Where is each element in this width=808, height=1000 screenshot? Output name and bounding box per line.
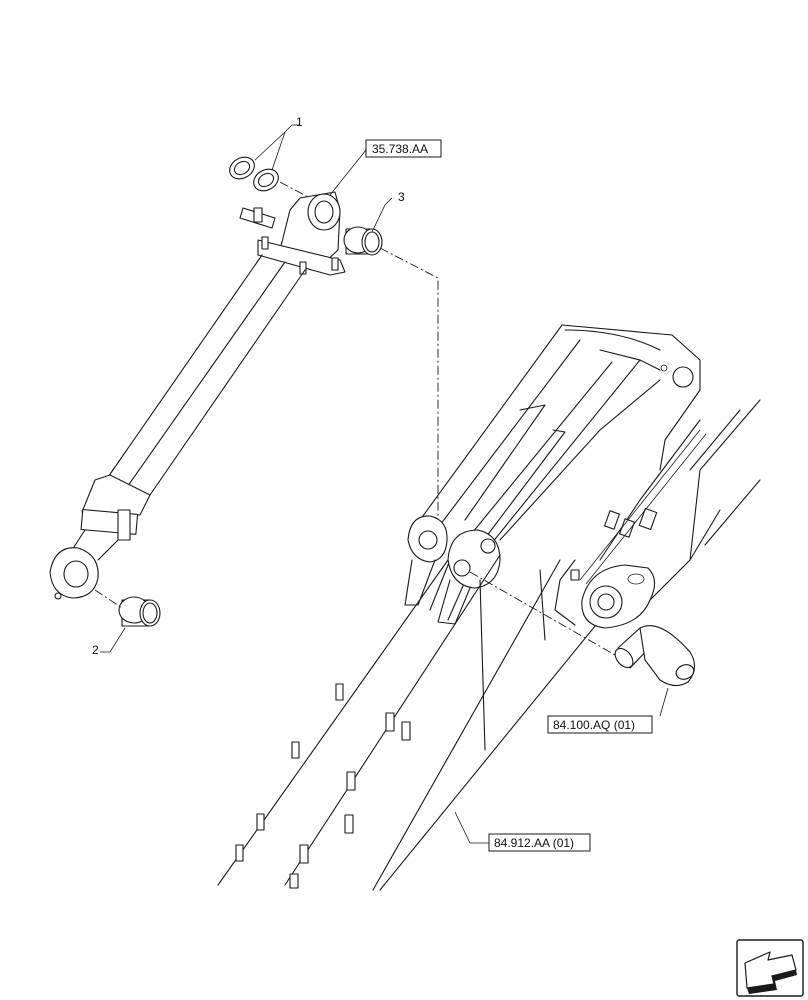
ref-box-84912 bbox=[488, 833, 591, 852]
center-lines bbox=[94, 181, 616, 656]
pivot-pin bbox=[614, 625, 696, 717]
ref-35738-text: 35.738.AA bbox=[372, 142, 428, 156]
callout-2: 2 bbox=[92, 643, 99, 657]
callout-3: 3 bbox=[398, 190, 405, 204]
loader-arm-assembly bbox=[217, 324, 761, 891]
ref-box-84100 bbox=[547, 715, 653, 734]
leader-lines bbox=[100, 124, 590, 844]
next-page-arrow-icon[interactable] bbox=[736, 939, 804, 997]
hydraulic-cylinder bbox=[49, 191, 346, 600]
seal-rings bbox=[229, 156, 279, 192]
ref-84100-text: 84.100.AQ (01) bbox=[553, 718, 635, 732]
bushing-upper bbox=[343, 226, 383, 256]
hose-clips bbox=[235, 683, 411, 889]
callout-1: 1 bbox=[296, 115, 303, 129]
ref-box-35738 bbox=[365, 139, 442, 158]
ref-84912-text: 84.912.AA (01) bbox=[494, 836, 574, 850]
bushing-lower bbox=[118, 596, 161, 627]
